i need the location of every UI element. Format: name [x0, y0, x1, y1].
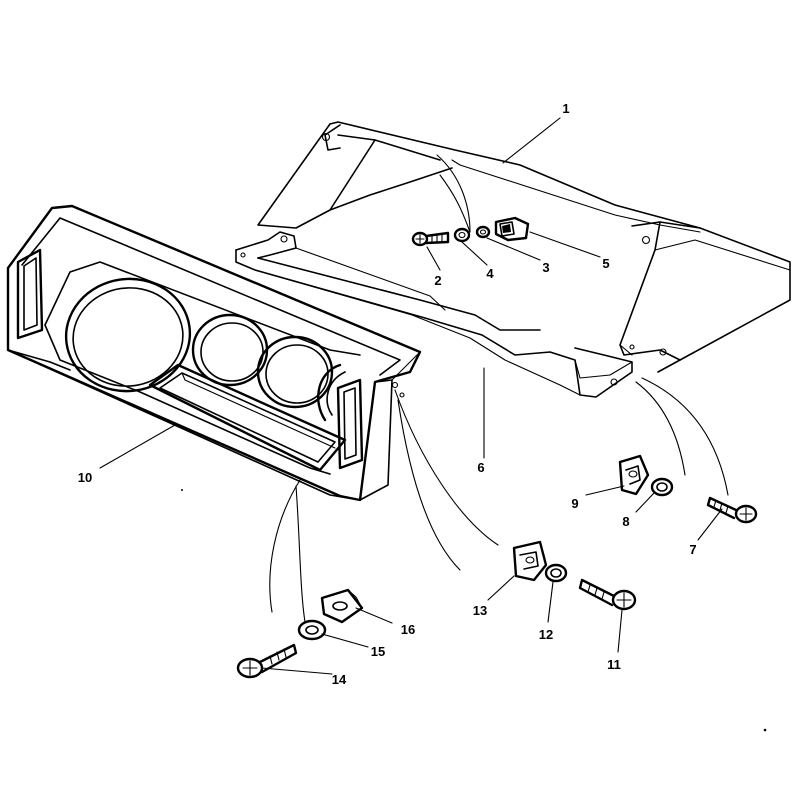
leader-5 — [529, 231, 601, 258]
leader-1 — [502, 117, 561, 164]
leader-7 — [697, 508, 723, 541]
scan-specks — [181, 489, 767, 732]
part-11-screw — [578, 578, 637, 611]
callout-10: 10 — [78, 470, 92, 485]
leader-12 — [547, 581, 554, 623]
leader-lines — [99, 117, 723, 675]
callout-7: 7 — [689, 542, 696, 557]
part-10-instrument-bezel — [6, 204, 422, 502]
callout-6: 6 — [477, 460, 484, 475]
callout-8: 8 — [622, 514, 629, 529]
part-14-screw — [236, 643, 298, 679]
callout-9: 9 — [571, 496, 578, 511]
part-9-clip — [618, 454, 650, 496]
leader-4 — [461, 241, 488, 266]
callout-16: 16 — [401, 622, 415, 637]
leader-16 — [355, 607, 393, 624]
assembly-path-lines — [269, 154, 729, 623]
part-7-screw — [706, 496, 758, 524]
part-15-lock-washer — [297, 619, 327, 641]
callout-5: 5 — [602, 256, 609, 271]
part-16-clip — [320, 588, 364, 624]
callout-3: 3 — [542, 260, 549, 275]
part-8-lock-washer — [650, 477, 674, 497]
leader-14 — [261, 667, 333, 675]
callout-2: 2 — [434, 273, 441, 288]
part-12-washer — [544, 563, 568, 583]
leader-13 — [487, 575, 515, 601]
callout-labels: 1 2 3 4 5 6 7 8 9 10 11 12 13 14 15 16 — [78, 101, 697, 687]
part-13-clip — [512, 540, 548, 582]
callout-15: 15 — [371, 644, 385, 659]
part-1-instrument-cowl — [257, 121, 791, 373]
callout-13: 13 — [473, 603, 487, 618]
callout-14: 14 — [332, 672, 347, 687]
leader-2 — [426, 246, 441, 271]
part-3-washer — [475, 225, 491, 239]
leader-3 — [486, 237, 541, 261]
part-4-washer — [453, 227, 471, 243]
callout-4: 4 — [486, 266, 494, 281]
callout-1: 1 — [562, 101, 569, 116]
part-2-screw — [411, 231, 450, 247]
leader-10 — [99, 424, 176, 469]
leader-9 — [585, 485, 625, 496]
part-5-clip-nut — [494, 216, 530, 242]
leader-11 — [617, 609, 623, 653]
callout-12: 12 — [539, 627, 553, 642]
callout-11: 11 — [607, 657, 621, 672]
part-6-lower-bracket — [235, 231, 633, 398]
leader-8 — [635, 492, 655, 513]
leader-15 — [321, 633, 369, 648]
